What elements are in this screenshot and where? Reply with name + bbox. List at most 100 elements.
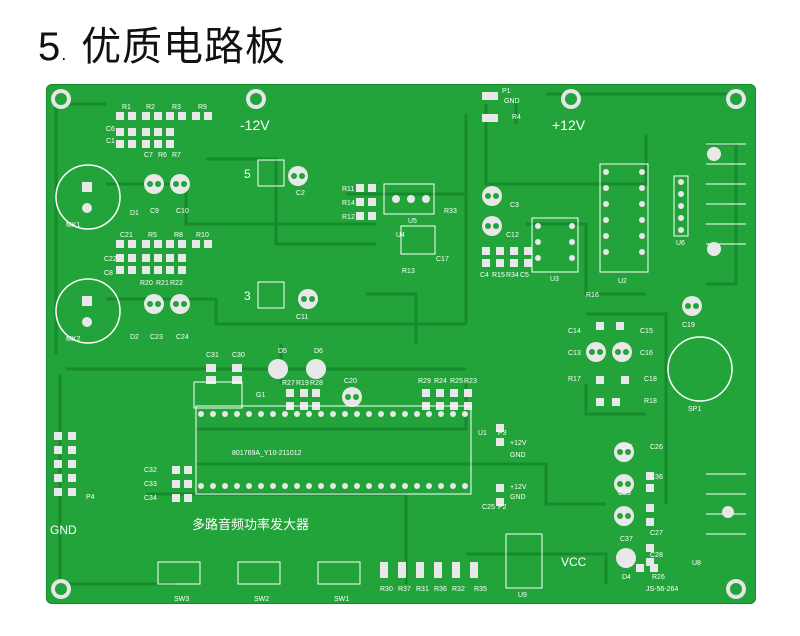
label-sw3: SW3: [174, 596, 190, 603]
label-u3: U3: [550, 276, 559, 283]
label-r30: R30: [380, 586, 393, 593]
label-r23: R23: [464, 378, 477, 385]
label-mk2: MK2: [66, 336, 81, 343]
label-r19: R19: [296, 380, 309, 387]
label-u9: U9: [518, 592, 527, 599]
label-pos12v: +12V: [552, 117, 586, 133]
label-r36: R36: [434, 586, 447, 593]
through-hole-pins: [54, 92, 684, 496]
label-u1: U1: [478, 430, 487, 437]
label-r25: R25: [450, 378, 463, 385]
label-part-code: JS-56-264: [646, 586, 679, 593]
label-r32: R32: [452, 586, 465, 593]
label-r22: R22: [170, 280, 183, 287]
label-r16: R16: [586, 292, 599, 299]
label-u6: U6: [676, 240, 685, 247]
label-c22: C22: [104, 256, 117, 263]
label-r1: R1: [122, 104, 131, 111]
label-r29: R29: [418, 378, 431, 385]
label-c19: C19: [682, 322, 695, 329]
label-c28: C28: [650, 552, 663, 559]
microphone-pads: [82, 182, 92, 327]
label-c35: C35: [620, 444, 633, 451]
pcb-board: -12V +12V GND GND VCC 多路音频功率发大器 JS-56-26…: [46, 84, 756, 604]
label-c24: C24: [176, 334, 189, 341]
label-mark3: 3: [244, 289, 251, 303]
label-sw2: SW2: [254, 596, 270, 603]
label-c20: C20: [344, 378, 357, 385]
label-r12: R12: [342, 214, 355, 221]
label-r10: R10: [196, 232, 209, 239]
label-c5: C5: [520, 272, 529, 279]
label-r3: R3: [172, 104, 181, 111]
label-c18: C18: [644, 376, 657, 383]
label-product-name: 多路音频功率发大器: [192, 517, 310, 532]
label-chip-marking: 801769A_Y10-211012: [232, 450, 302, 457]
speaker-outline: [667, 336, 733, 402]
label-c17: C17: [436, 256, 449, 263]
label-sw1: SW1: [334, 596, 350, 603]
pcb-artwork: [51, 89, 746, 599]
label-c32: C32: [144, 467, 157, 474]
label-d1: D1: [130, 210, 139, 217]
label-gnd-left: GND: [50, 523, 77, 537]
label-sp1: SP1: [688, 406, 702, 413]
label-r34: R34: [506, 272, 519, 279]
label-r18: R18: [644, 398, 657, 405]
label-c2: C2: [296, 190, 305, 197]
label-p3-gnd: GND: [510, 452, 526, 459]
label-p1: P1: [502, 88, 511, 95]
label-r13: R13: [402, 268, 415, 275]
label-c11: C11: [296, 314, 309, 321]
label-r20: R20: [140, 280, 153, 287]
label-r2: R2: [146, 104, 155, 111]
label-g1: G1: [256, 392, 266, 399]
label-c29: C29: [618, 490, 631, 497]
label-vcc: VCC: [561, 555, 587, 569]
label-r17: R17: [568, 376, 581, 383]
label-p3-12v: +12V: [510, 440, 527, 447]
label-d6: D6: [314, 348, 323, 355]
label-u8: U8: [692, 560, 701, 567]
label-neg12v: -12V: [240, 117, 270, 133]
mounting-hole-centers: [55, 93, 742, 595]
heading-number: 5: [38, 25, 62, 69]
label-c14: C14: [568, 328, 581, 335]
label-c9: C9: [150, 208, 159, 215]
page-heading: 5. 优质电路板: [38, 24, 287, 70]
heading-title: 优质电路板: [81, 24, 287, 70]
label-c15: C15: [640, 328, 653, 335]
label-u5: U5: [408, 218, 417, 225]
label-c33: C33: [144, 481, 157, 488]
label-r15: R15: [492, 272, 505, 279]
label-r5: R5: [148, 232, 157, 239]
label-d2: D2: [130, 334, 139, 341]
label-c1: C1: [106, 138, 115, 145]
electrolytic-capacitors: [144, 166, 702, 568]
label-c27: C27: [650, 530, 663, 537]
label-r31: R31: [416, 586, 429, 593]
label-u4: U4: [396, 232, 405, 239]
heatsink-mounting-pads: [707, 147, 734, 518]
label-p2-gnd: GND: [510, 494, 526, 501]
label-mark5: 5: [244, 167, 251, 181]
label-gnd-top: GND: [504, 98, 520, 105]
label-p2: P2: [498, 504, 507, 511]
label-c36: C36: [650, 474, 663, 481]
microphone-outlines: [55, 164, 121, 344]
label-r35: R35: [474, 586, 487, 593]
label-c4: C4: [480, 272, 489, 279]
label-c21: C21: [120, 232, 133, 239]
mounting-holes: [51, 89, 746, 599]
label-r11: R11: [342, 186, 355, 193]
label-c31: C31: [206, 352, 219, 359]
label-c6: C6: [106, 126, 115, 133]
smd-resistor-pads: [116, 112, 658, 578]
label-c37: C37: [620, 536, 633, 543]
label-r28: R28: [310, 380, 323, 387]
label-r14: R14: [342, 200, 355, 207]
label-c8: C8: [104, 270, 113, 277]
label-r33: R33: [444, 208, 457, 215]
label-d5: D5: [278, 348, 287, 355]
label-mk1: MK1: [66, 222, 81, 229]
